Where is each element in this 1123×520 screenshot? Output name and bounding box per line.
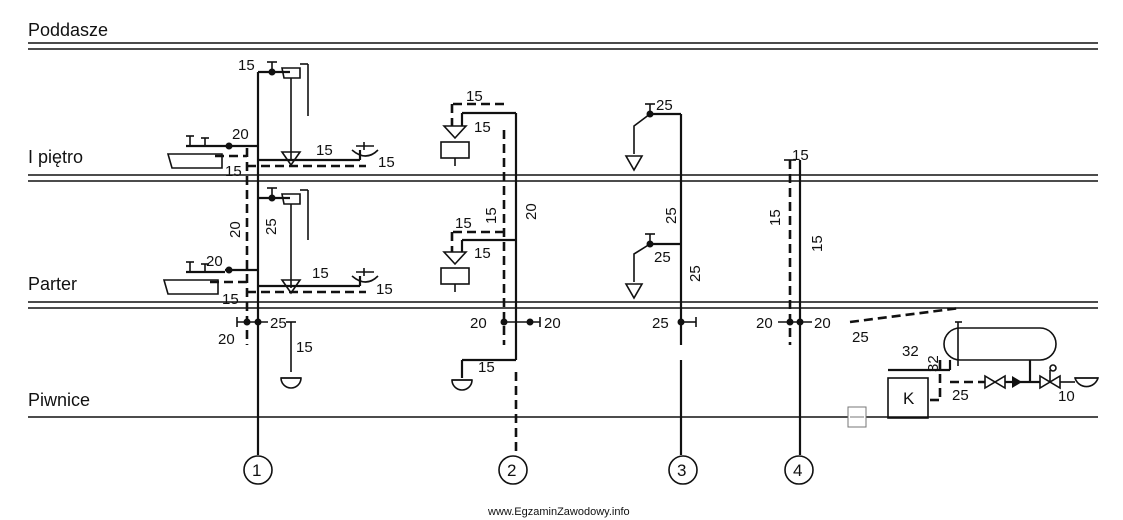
heater-supply-b: 32 bbox=[925, 355, 942, 372]
footer-watermark: www.EgzaminZawodowy.info bbox=[487, 506, 630, 518]
r4-top: 15 bbox=[792, 147, 809, 164]
r1-g-tub: 15 bbox=[222, 291, 239, 308]
riser-2 bbox=[440, 102, 541, 455]
r1-g-branch: 20 bbox=[206, 253, 223, 270]
r2-dashed: 15 bbox=[483, 207, 500, 224]
r1-f1-branch: 20 bbox=[232, 126, 249, 143]
r4-dashed: 15 bbox=[767, 209, 784, 226]
r1-upper-dashed: 20 bbox=[227, 221, 244, 238]
r3-top: 25 bbox=[656, 97, 673, 114]
r4-base-left: 20 bbox=[756, 315, 773, 332]
floor-label-basement: Piwnice bbox=[28, 390, 90, 410]
r4-base-right: 20 bbox=[814, 315, 831, 332]
r2-g-top: 15 bbox=[455, 215, 472, 232]
logo-stamp-icon bbox=[847, 406, 867, 428]
r1-drain: 15 bbox=[296, 339, 313, 356]
riser-numbers: 1 2 3 4 bbox=[243, 455, 814, 485]
r2-g-fixture: 15 bbox=[474, 245, 491, 262]
r3-lower: 25 bbox=[687, 265, 704, 282]
r4-solid: 15 bbox=[809, 235, 826, 252]
boiler-assembly: K bbox=[849, 306, 1100, 419]
r1-f1-right: 15 bbox=[316, 142, 333, 159]
r2-solid: 20 bbox=[523, 203, 540, 220]
heater-mains: 10 bbox=[1058, 388, 1075, 405]
riser-1 bbox=[162, 61, 379, 455]
svg-text:4: 4 bbox=[793, 461, 802, 480]
r3-upper: 25 bbox=[663, 207, 680, 224]
heater-from-riser: 25 bbox=[852, 329, 869, 346]
riser-4 bbox=[778, 159, 812, 455]
r2-drain: 15 bbox=[478, 359, 495, 376]
r2-f1-fixture: 15 bbox=[474, 119, 491, 136]
r1-g-right: 15 bbox=[312, 265, 329, 282]
r2-base-left: 20 bbox=[470, 315, 487, 332]
riser-number-2: 2 bbox=[498, 455, 528, 485]
r1-base-dashed: 20 bbox=[218, 331, 235, 348]
r1-f1-tub: 15 bbox=[225, 163, 242, 180]
svg-text:1: 1 bbox=[252, 461, 261, 480]
diameter-labels: 15 20 15 15 15 20 25 20 15 15 15 25 20 1… bbox=[206, 57, 1075, 405]
floor-label-ground-floor: Parter bbox=[28, 274, 77, 294]
svg-text:2: 2 bbox=[507, 461, 516, 480]
boiler-box bbox=[887, 377, 929, 419]
floor-label-first-floor: I piętro bbox=[28, 147, 83, 167]
r1-g-sink: 15 bbox=[376, 281, 393, 298]
heater-return: 25 bbox=[952, 387, 969, 404]
r2-f1-top: 15 bbox=[466, 88, 483, 105]
riser-3 bbox=[624, 103, 697, 455]
svg-text:3: 3 bbox=[677, 461, 686, 480]
r1-f1-sink: 15 bbox=[378, 154, 395, 171]
floor-label-attic: Poddasze bbox=[28, 20, 108, 40]
riser-number-1: 1 bbox=[243, 455, 273, 485]
boiler-label: K bbox=[903, 389, 915, 408]
floor-lines bbox=[28, 42, 1098, 418]
riser-number-4: 4 bbox=[784, 455, 814, 485]
r1-base-solid: 25 bbox=[270, 315, 287, 332]
r3-g-branch: 25 bbox=[654, 249, 671, 266]
r1-top: 15 bbox=[238, 57, 255, 74]
heater-supply-a: 32 bbox=[902, 343, 919, 360]
r2-base-right: 20 bbox=[544, 315, 561, 332]
r3-base: 25 bbox=[652, 315, 669, 332]
riser-number-3: 3 bbox=[668, 455, 698, 485]
r1-upper-solid: 25 bbox=[263, 218, 280, 235]
